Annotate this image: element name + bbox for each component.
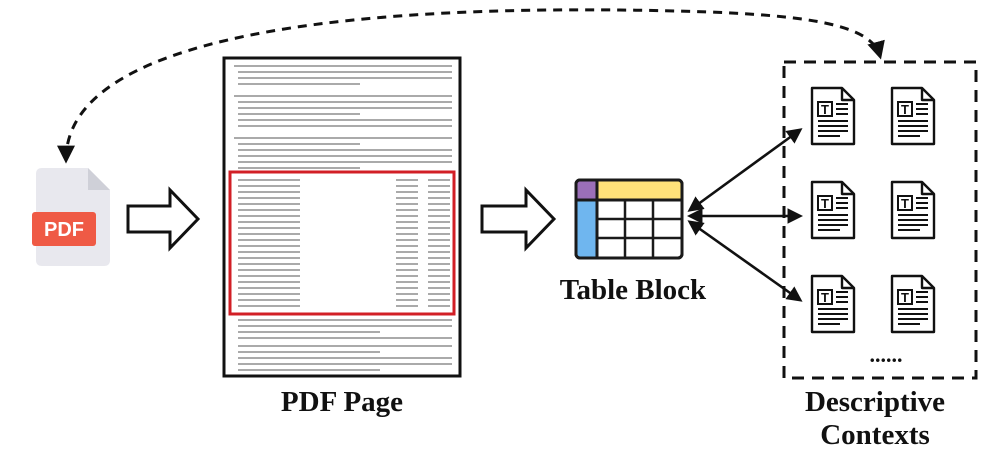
dashed-curved-arrow-icon [57,8,885,164]
context-links [686,128,804,302]
text-document-icon [810,86,856,146]
text-document-icon [810,274,856,334]
pdf-badge-label: PDF [44,219,84,241]
pdf-file-icon: PDF [32,168,110,266]
document-grid [810,86,936,334]
text-document-icon [810,180,856,240]
pdf-page [222,56,462,378]
page-text-lines [234,65,452,371]
text-document-icon [890,86,936,146]
table-block-caption: Table Block [559,274,707,306]
block-arrow-right-icon [126,186,201,252]
descriptive-contexts-caption-line2: Contexts [820,419,930,452]
table-highlight-box [228,170,456,316]
text-document-icon [890,180,936,240]
pdf-page-caption: PDF Page [280,386,404,418]
descriptive-contexts-caption: Descriptive Contexts [770,386,980,453]
text-document-icon [890,274,936,334]
descriptive-contexts-caption-line1: Descriptive [804,386,946,418]
table-icon [574,178,684,260]
more-contexts-ellipsis: ...... [870,342,903,367]
contexts-box [782,60,978,380]
block-arrow-right-icon [480,186,557,252]
